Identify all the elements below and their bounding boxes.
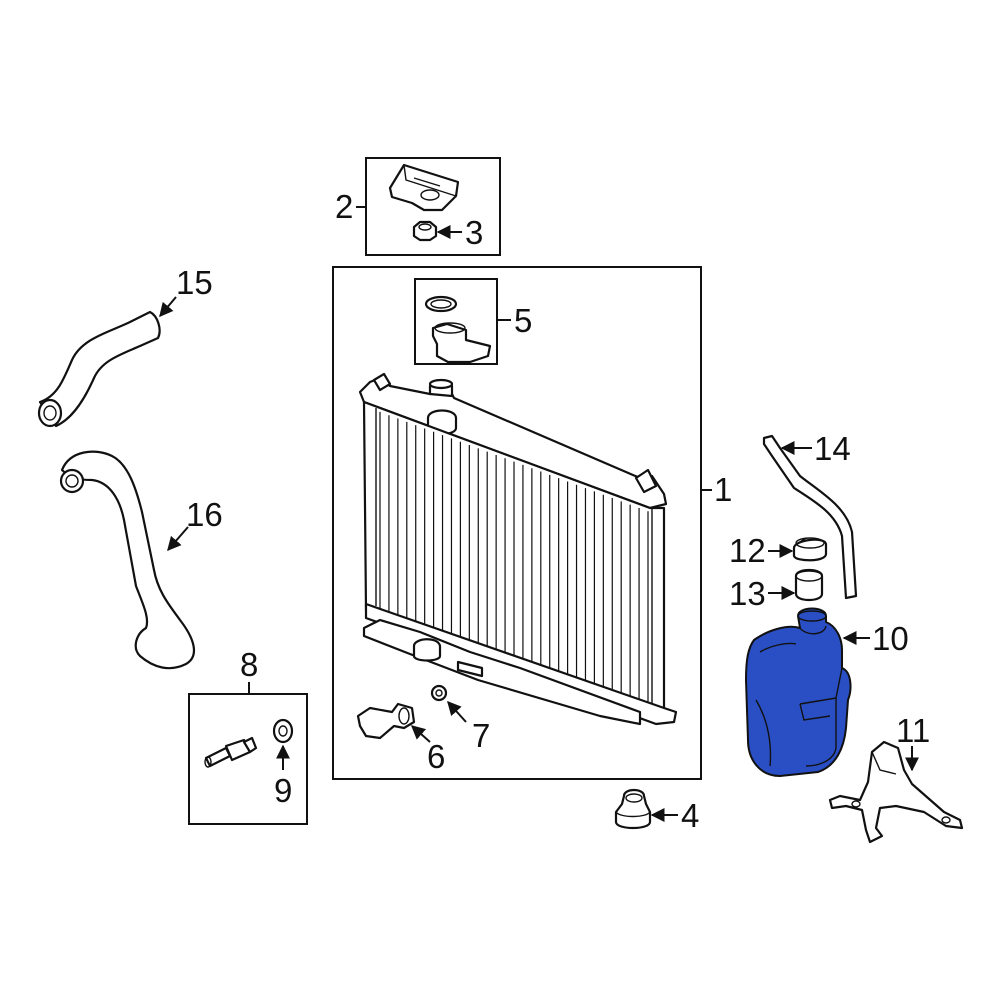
callout-6: 6 (427, 738, 445, 775)
part-radiator[interactable] (358, 372, 678, 726)
callout-13: 13 (729, 575, 766, 612)
part-bracket[interactable] (388, 163, 460, 212)
callout-3: 3 (465, 214, 483, 251)
callout-14: 14 (814, 430, 851, 467)
part-washer[interactable] (272, 718, 294, 744)
callout-12: 12 (729, 532, 766, 569)
callout-4: 4 (681, 797, 699, 834)
part-thermostat-housing[interactable] (356, 702, 416, 740)
callout-16: 16 (186, 496, 223, 533)
callout-10: 10 (872, 620, 909, 657)
leader-16 (167, 526, 189, 552)
group-box-cap (414, 278, 498, 365)
part-reservoir-bracket[interactable] (828, 740, 964, 844)
part-mount-cushion[interactable] (614, 788, 652, 830)
part-temperature-sensor[interactable] (204, 736, 258, 768)
callout-9: 9 (274, 772, 292, 809)
leader-7 (447, 700, 467, 723)
callout-7: 7 (472, 717, 490, 754)
callout-11: 11 (896, 712, 930, 749)
leader-15 (159, 296, 177, 318)
part-coolant-reservoir[interactable] (745, 607, 852, 777)
callout-15: 15 (176, 264, 213, 301)
callout-1: 1 (714, 471, 732, 508)
callout-5: 5 (514, 302, 532, 339)
part-reservoir-cap[interactable] (792, 537, 828, 562)
radiator-fins (379, 411, 649, 710)
part-lower-hose[interactable] (59, 450, 196, 670)
part-upper-hose[interactable] (37, 310, 161, 428)
callout-2: 2 (335, 188, 353, 225)
callout-8: 8 (240, 646, 258, 683)
part-reservoir-hose[interactable] (762, 434, 858, 600)
part-radiator-cap[interactable] (424, 295, 492, 364)
part-cap-seal[interactable] (794, 568, 824, 602)
group-box-radiator (332, 266, 702, 780)
part-o-ring[interactable] (430, 684, 448, 702)
part-nut[interactable] (412, 220, 438, 242)
leader-6 (410, 725, 431, 743)
